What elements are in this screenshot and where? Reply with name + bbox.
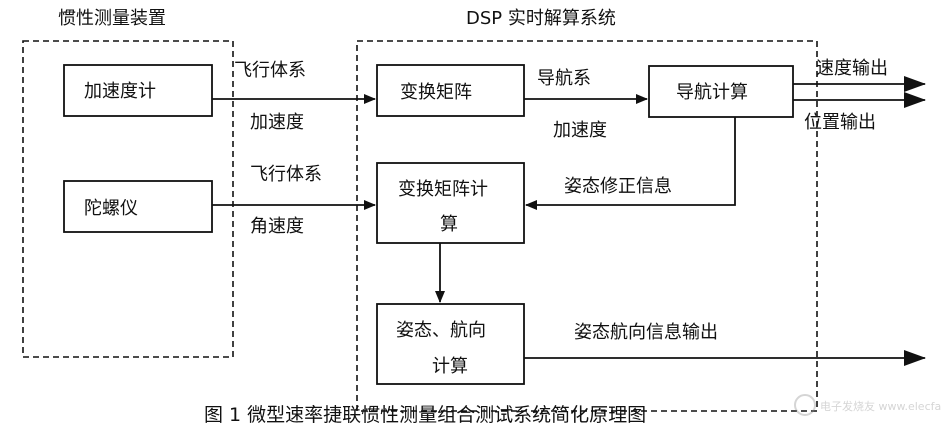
nav-frame-label-top: 导航系 [537,68,591,89]
nav-frame-label-bottom: 加速度 [553,120,607,141]
gyroscope-label: 陀螺仪 [84,198,138,219]
watermark-text: 电子发烧友 www.elecfans.com [820,399,941,413]
speed-output-label: 速度输出 [816,58,888,79]
attitude-output-label: 姿态航向信息输出 [574,322,718,343]
attitude-calc-block [376,303,525,385]
figure-caption: 图 1 微型速率捷联惯性测量组合测试系统简化原理图 [204,404,646,426]
accelerometer-label: 加速度计 [84,81,156,102]
transform-matrix-block [376,64,525,117]
transform-matrix-calc-block [376,162,525,244]
transform-matrix-label: 变换矩阵 [400,82,472,103]
imu-group-title: 惯性测量装置 [58,8,166,29]
attitude-calc-label-line2: 计算 [432,356,468,377]
accelerometer-block [63,64,213,117]
gyro-edge-label-top: 飞行体系 [250,164,322,185]
nav-calc-label: 导航计算 [676,82,748,103]
correction-feedback-arrow [525,117,736,210]
imu-group-frame [22,40,234,358]
correction-label: 姿态修正信息 [564,176,672,197]
gyroscope-block [63,180,213,233]
accel-edge-label-top: 飞行体系 [234,60,306,81]
transform-matrix-calc-label-line1: 变换矩阵计 [398,179,488,200]
dsp-group-title: DSP 实时解算系统 [466,8,616,29]
transform-matrix-calc-label-line2: 算 [440,214,458,235]
attitude-calc-label-line1: 姿态、航向 [396,320,486,341]
gyro-edge-label-bottom: 角速度 [250,216,304,237]
nav-calc-block [648,65,794,118]
position-output-label: 位置输出 [804,112,876,133]
accel-edge-label-bottom: 加速度 [250,112,304,133]
watermark-logo: 电子发烧友 www.elecfans.com [794,394,941,416]
dsp-group-frame [356,40,818,412]
